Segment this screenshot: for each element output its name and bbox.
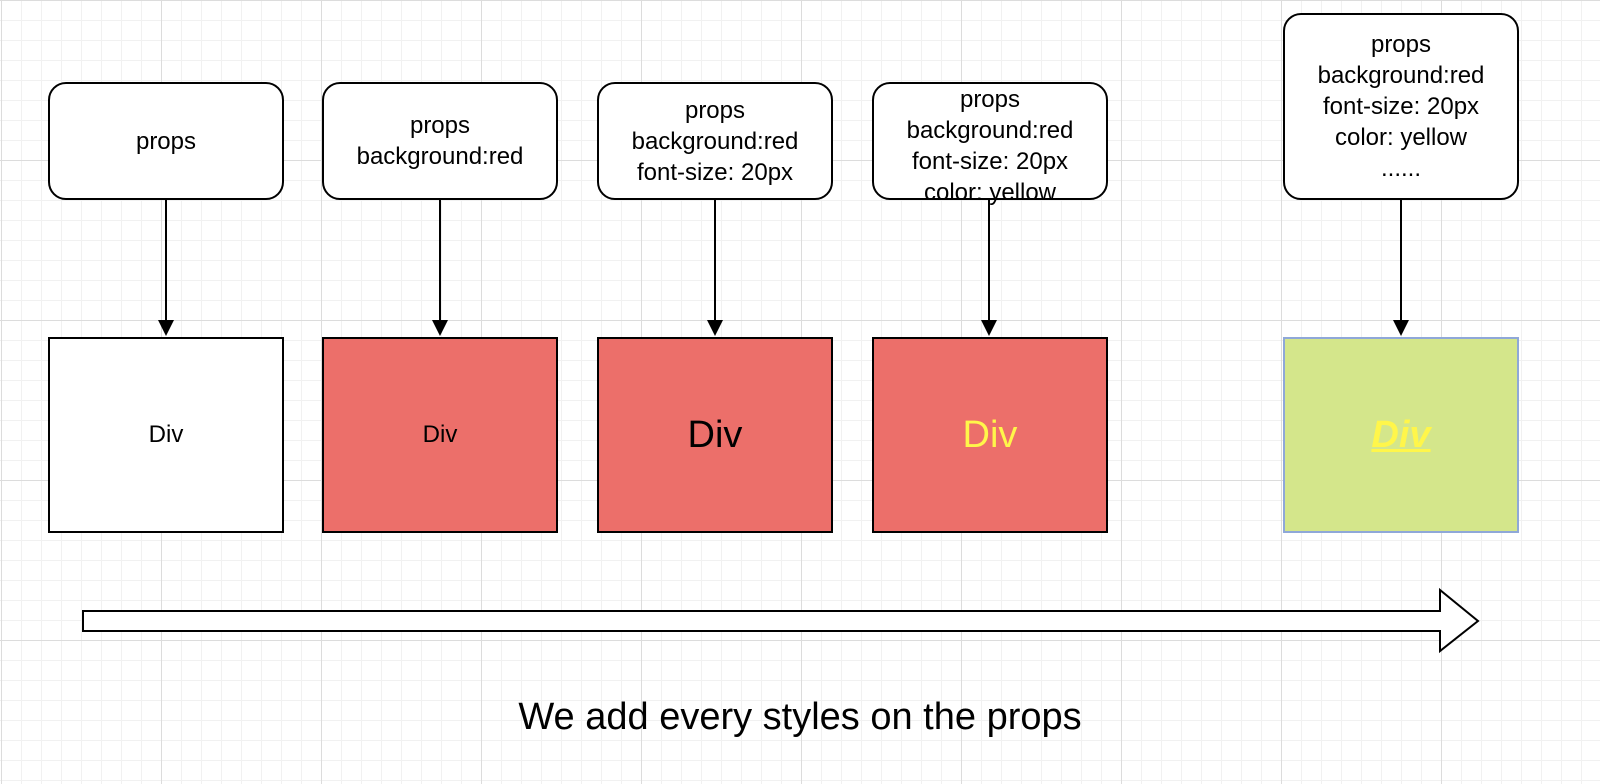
props-line: props xyxy=(959,86,1021,113)
connector-line-2 xyxy=(439,200,441,322)
div-label: Div xyxy=(148,421,184,448)
div-label: Div xyxy=(687,413,743,456)
props-line: background:red xyxy=(631,127,799,155)
connector-line-3 xyxy=(714,200,716,322)
props-box-4: props background:red font-size: 20px col… xyxy=(872,82,1108,206)
div-box-4: Div xyxy=(872,337,1108,533)
div-label: Div xyxy=(422,421,458,448)
props-line: props xyxy=(135,127,197,155)
props-line: props xyxy=(1370,31,1432,58)
props-line: background:red xyxy=(1317,62,1485,89)
props-line: props xyxy=(684,96,746,124)
div-label: Div xyxy=(962,413,1018,456)
div-label: Div xyxy=(1371,413,1431,456)
arrow-head-4 xyxy=(981,320,997,336)
arrow-head-2 xyxy=(432,320,448,336)
div-box-1: Div xyxy=(48,337,284,533)
arrow-head-1 xyxy=(158,320,174,336)
diagram-caption: We add every styles on the props xyxy=(518,696,1082,738)
props-box-5: props background:red font-size: 20px col… xyxy=(1283,13,1519,200)
props-line: ...... xyxy=(1380,155,1421,182)
arrow-head-3 xyxy=(707,320,723,336)
connector-line-4 xyxy=(988,200,990,322)
props-line: background:red xyxy=(906,117,1074,144)
connector-line-1 xyxy=(165,200,167,322)
arrow-head-5 xyxy=(1393,320,1409,336)
props-line: color: yellow xyxy=(1334,124,1468,151)
props-box-1: props xyxy=(48,82,284,200)
props-box-2: props background:red xyxy=(322,82,558,200)
props-line: font-size: 20px xyxy=(911,148,1069,175)
props-line: background:red xyxy=(356,143,524,170)
connector-line-5 xyxy=(1400,200,1402,322)
div-box-3: Div xyxy=(597,337,833,533)
div-box-2: Div xyxy=(322,337,558,533)
div-box-5: Div xyxy=(1283,337,1519,533)
props-line: props xyxy=(409,112,471,139)
props-box-3: props background:red font-size: 20px xyxy=(597,82,833,200)
props-line: font-size: 20px xyxy=(1322,93,1480,120)
props-line: font-size: 20px xyxy=(636,158,794,186)
